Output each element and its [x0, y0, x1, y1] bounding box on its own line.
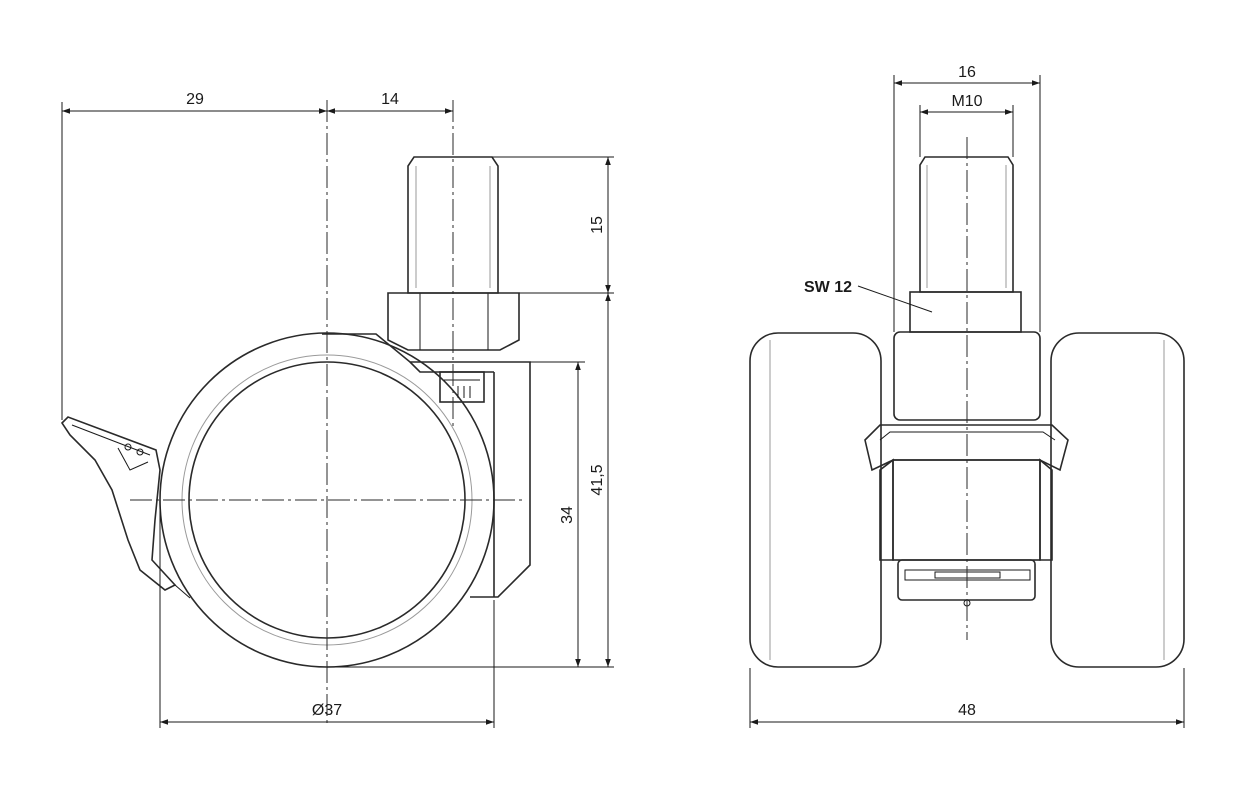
- dim-16: 16: [958, 64, 976, 81]
- label-sw12: SW 12: [804, 279, 852, 296]
- front-hex-nut: [909, 291, 1022, 333]
- dim-29: 29: [186, 91, 204, 108]
- dim-m10: M10: [951, 93, 982, 110]
- side-view: 29 14 15 41,5 34 Ø37: [60, 91, 614, 728]
- side-dimension-lines: [62, 108, 611, 725]
- side-extension-lines: [61, 102, 614, 728]
- dim-41-5: 41,5: [589, 464, 606, 495]
- front-view: 16 M10 SW 12 48: [749, 64, 1185, 728]
- dim-14: 14: [381, 91, 399, 108]
- left-wheel: [749, 332, 882, 668]
- right-wheel: [1050, 332, 1185, 668]
- front-dimension-lines: [750, 80, 1184, 725]
- dim-48: 48: [958, 702, 976, 719]
- brake-lever: [60, 416, 191, 599]
- dim-15: 15: [589, 216, 606, 234]
- dim-34: 34: [559, 506, 576, 524]
- side-centerlines: [130, 100, 525, 725]
- front-extension-lines: [749, 75, 1185, 728]
- dim-diameter-37: Ø37: [312, 702, 342, 719]
